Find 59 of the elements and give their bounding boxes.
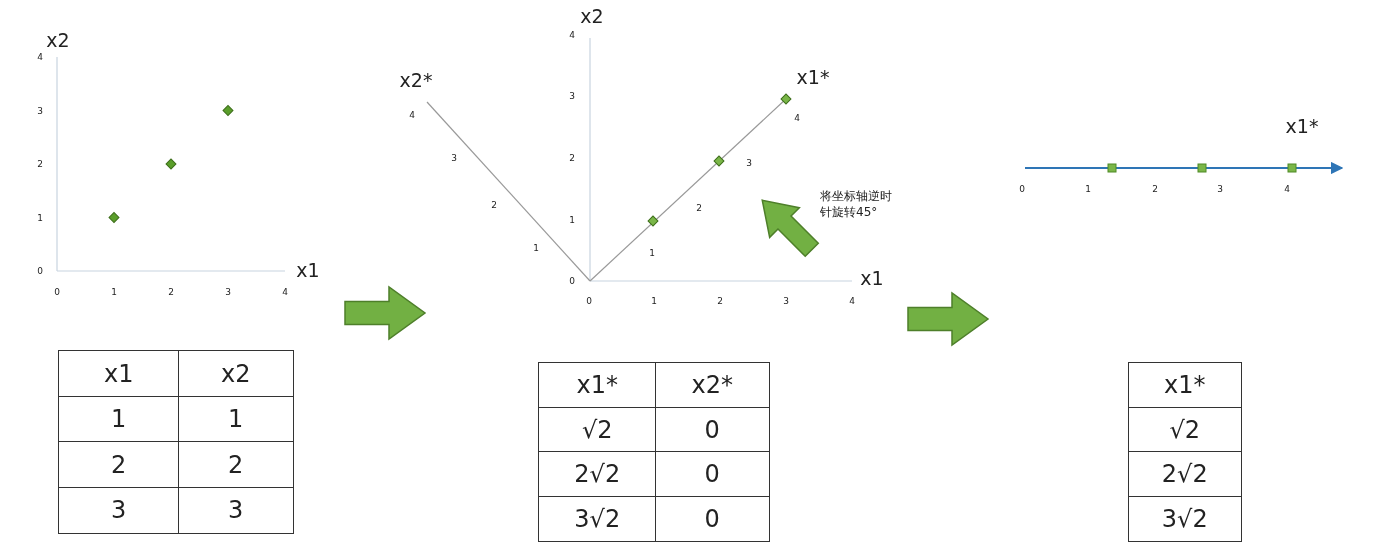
tick-label: 0: [1019, 184, 1025, 194]
table-cell: 0: [655, 495, 770, 542]
table-cell: √2: [1128, 406, 1242, 453]
table-cell: x1*: [538, 362, 657, 408]
tick-label: 4: [409, 110, 415, 120]
tick-label: 2: [491, 200, 497, 210]
tick-label: 2: [717, 296, 723, 306]
table-cell: x2: [178, 350, 294, 397]
tick-label: 3: [569, 91, 575, 101]
tick-label: 2: [569, 153, 575, 163]
tick-label: 3: [225, 287, 231, 297]
tick-label: 1: [111, 287, 117, 297]
table-cell: 2√2: [538, 451, 657, 497]
table-cell: 3: [178, 486, 294, 534]
table-cell: 3√2: [538, 495, 657, 542]
table-cell: 0: [655, 406, 770, 453]
table-cell: x2*: [655, 362, 770, 408]
axis-label: x2: [580, 6, 604, 26]
table-cell: 1: [178, 395, 294, 443]
tick-label: 3: [783, 296, 789, 306]
tick-label: 3: [1217, 184, 1223, 194]
axis-label: x1*: [796, 67, 830, 87]
tick-label: 4: [849, 296, 855, 306]
tick-label: 4: [794, 113, 800, 123]
tick-label: 2: [696, 203, 702, 213]
tick-label: 2: [168, 287, 174, 297]
table-cell: 3√2: [1128, 495, 1242, 542]
tick-label: 2: [37, 159, 43, 169]
tick-label: 3: [746, 158, 752, 168]
tick-label: 1: [651, 296, 657, 306]
tick-label: 3: [451, 153, 457, 163]
table-cell: 3: [58, 486, 180, 534]
tick-label: 1: [533, 243, 539, 253]
axis-label: x1*: [1285, 116, 1319, 136]
tick-label: 1: [37, 213, 43, 222]
tick-label: 2: [1152, 184, 1158, 194]
axis-label: x1: [296, 260, 320, 280]
table-cell: x1: [58, 350, 180, 397]
tick-label: 0: [586, 296, 592, 306]
tick-label: 4: [1284, 184, 1290, 194]
table-cell: 2√2: [1128, 451, 1242, 497]
tick-label: 1: [649, 248, 655, 258]
table-cell: 0: [655, 451, 770, 497]
tick-label: 4: [569, 30, 575, 40]
axis-label: x1: [860, 268, 884, 288]
table-cell: 2: [58, 441, 180, 488]
tick-label: 0: [37, 266, 43, 276]
tick-label: 4: [282, 287, 288, 297]
tick-label: 0: [569, 276, 575, 286]
tick-label: 0: [54, 287, 60, 297]
table-cell: 2: [178, 441, 294, 488]
tick-label: 1: [1085, 184, 1091, 194]
axis-label: x2: [46, 30, 70, 50]
table-cell: x1*: [1128, 362, 1242, 408]
axis-label: x2*: [399, 70, 433, 90]
tick-label: 4: [37, 52, 43, 62]
note-text: 将坐标轴逆时针旋转45°: [820, 188, 893, 221]
tick-label: 1: [569, 215, 575, 225]
tick-label: 3: [37, 106, 43, 115]
